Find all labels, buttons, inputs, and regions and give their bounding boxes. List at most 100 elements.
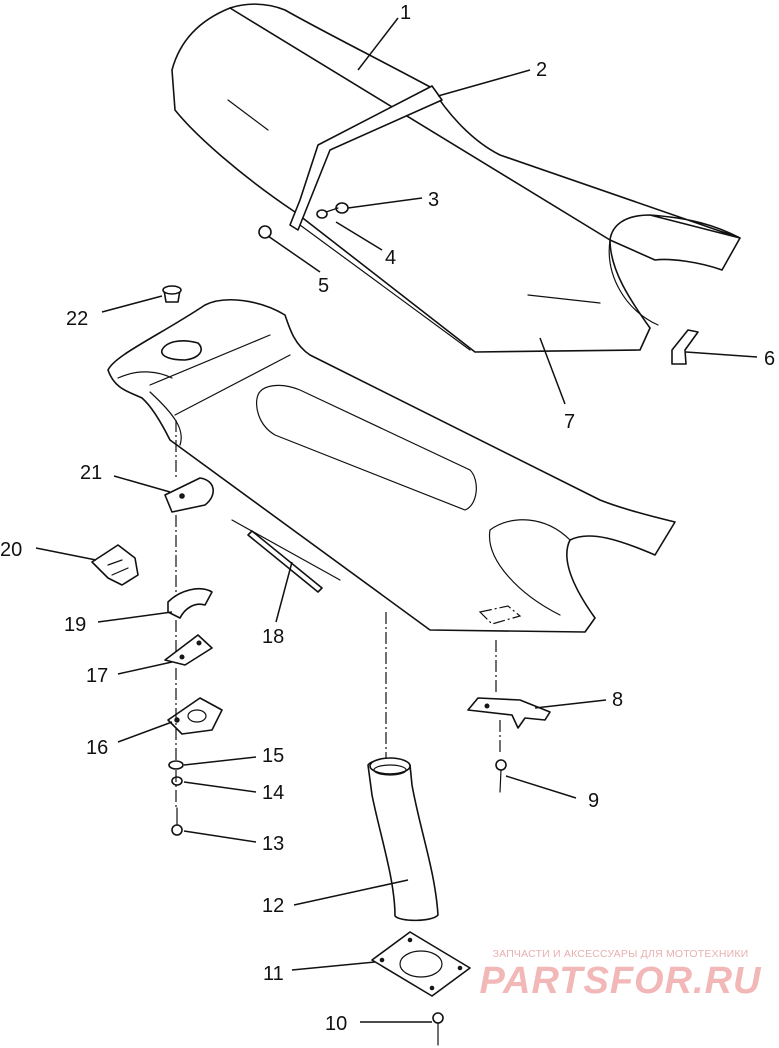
plate-11-hole-3 [457,965,463,971]
bolt-13-head [171,824,183,836]
lockwasher-14 [171,776,183,786]
seat-bottom-edge [299,224,471,351]
leader-18 [275,561,293,623]
plate-11 [371,931,471,997]
duct-assembly [367,612,471,1046]
callout-16: 16 [86,737,108,759]
callout-12: 12 [262,895,284,917]
callout-20: 20 [0,539,22,561]
clip-20-detail [107,559,129,576]
fender-wheel-cutout [488,519,571,616]
fender-emblem [478,605,522,625]
plate-11-opening [399,950,443,978]
callout-5: 5 [318,275,329,297]
plate-17 [164,634,213,666]
fender-rib-2 [174,354,291,416]
seat-strap [289,85,443,231]
callout-6: 6 [764,348,775,370]
right-centerline [495,640,501,755]
fender-body [107,299,676,633]
plate-17-hole [179,654,185,660]
clip-20 [91,544,139,586]
leader-lines [35,17,758,1023]
callout-2: 2 [536,59,547,81]
leader-5 [267,235,321,273]
leader-3 [347,197,423,209]
mount-16-boss [187,709,207,723]
callout-14: 14 [262,782,284,804]
left-mount-stack [91,285,323,836]
leader-11 [291,961,376,971]
leader-2 [437,69,531,97]
seat-body [171,3,741,353]
leader-15 [183,756,257,766]
bracket-8-hole [484,703,490,709]
plate-11-hole-2 [407,937,413,943]
bracket-21-hole [179,493,185,499]
leader-19 [97,611,173,623]
bracket-8 [467,697,551,729]
callout-17: 17 [86,665,108,687]
plate-11-hole-4 [429,985,435,991]
seat-panel-mark-2 [527,294,601,304]
leader-8 [534,699,607,709]
callout-4: 4 [385,247,396,269]
leader-16 [117,721,173,743]
callout-10: 10 [325,1013,347,1035]
leader-4 [335,221,383,251]
seat-latch [671,329,699,365]
callout-1: 1 [400,2,411,24]
fender-recess [255,384,477,511]
leader-9 [505,775,577,799]
fastener-9-pin [499,769,502,793]
rod-18 [247,530,323,593]
leader-14 [183,781,257,793]
fastener-10-head [432,1012,444,1024]
washer-15 [168,760,184,770]
right-bracket-stack [467,640,551,793]
duct-12 [367,758,439,922]
mount-16 [167,697,223,735]
callout-21: 21 [80,462,102,484]
seat-assembly [171,3,741,365]
leader-7 [539,337,566,405]
bolt-shank [325,207,339,213]
fender-rib-1 [149,334,271,386]
seat-panel-mark [227,99,269,131]
callout-9: 9 [588,790,599,812]
seat-wheel-cutout-edge [608,239,659,326]
leader-21 [113,475,171,493]
callout-22: 22 [66,308,88,330]
bumper-19 [167,588,213,619]
callout-15: 15 [262,745,284,767]
duct-12-inner [373,764,407,776]
fender-slot [161,340,202,361]
leader-22 [101,295,163,313]
plate-11-hole-1 [379,957,385,963]
callout-8: 8 [612,689,623,711]
duct-12-mouth [369,757,411,775]
callout-19: 19 [64,614,86,636]
leader-1 [357,17,399,71]
leader-13 [183,830,257,843]
plate-17-hole-2 [196,640,202,646]
bracket-21 [164,477,214,513]
callout-7: 7 [564,411,575,433]
nut [258,225,272,239]
callout-13: 13 [262,833,284,855]
fastener-9-head [495,759,507,771]
leader-17 [117,661,173,675]
leader-6 [685,351,758,358]
callout-3: 3 [428,189,439,211]
leader-12 [293,879,409,906]
leader-20 [35,547,97,561]
fender-edge-line [231,519,341,581]
grommet-top [162,285,182,295]
callout-11: 11 [263,963,284,985]
rear-fender-panel [107,299,676,633]
washer [316,209,328,219]
callout-18: 18 [262,626,284,648]
